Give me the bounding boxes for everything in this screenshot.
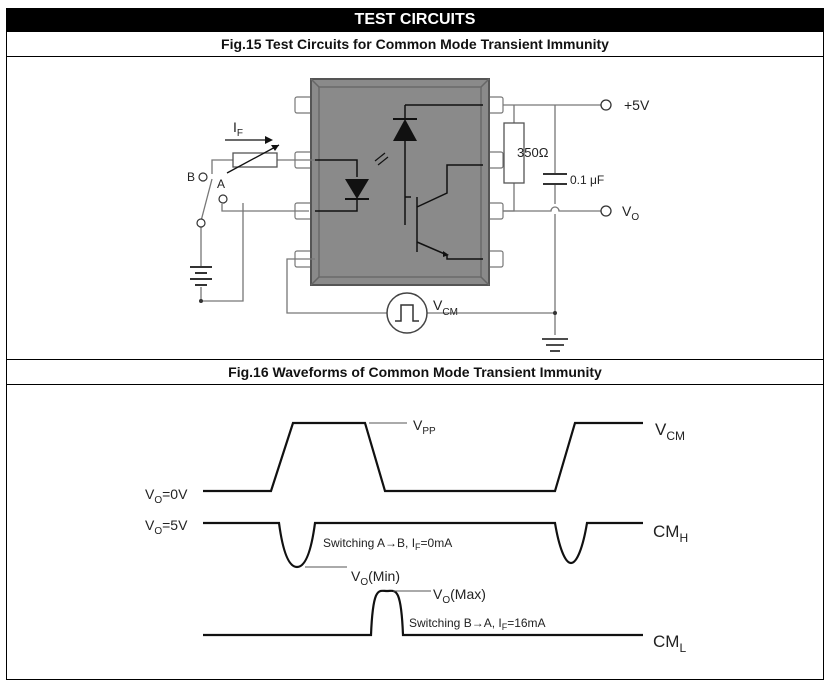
switch-a-label: A: [217, 177, 225, 191]
vcm-label: VCM: [655, 420, 685, 443]
vpp-label: VPP: [413, 417, 436, 437]
switch-ba-label: Switching B→A, IF=16mA: [409, 616, 546, 632]
photodiode-symbol: [393, 118, 417, 141]
fig15-title: Fig.15 Test Circuits for Common Mode Tra…: [7, 31, 823, 57]
fig16-title: Fig.16 Waveforms of Common Mode Transien…: [7, 359, 823, 385]
test-circuit-diagram: +5V 350Ω 0.1 μF VO IF B A VCM: [187, 78, 650, 352]
output-label: VO: [622, 203, 639, 223]
switch-contact-b: [198, 172, 208, 182]
cmh-waveform: [203, 521, 643, 569]
switch-b-label: B: [187, 170, 195, 184]
source-label: VCM: [433, 297, 458, 318]
cml-waveform: [203, 589, 643, 637]
switch-contact-a: [218, 194, 228, 204]
vo-min-label: VO(Min): [351, 568, 400, 588]
switch-ab-label: Switching A→B, IF=0mA: [323, 536, 452, 552]
capacitor-label: 0.1 μF: [570, 173, 604, 187]
vo-five-label: VO=5V: [145, 517, 188, 537]
resistor-label: 350Ω: [517, 145, 549, 160]
output-terminal: [600, 205, 612, 217]
vo-max-label: VO(Max): [433, 586, 486, 606]
supply-label: +5V: [624, 97, 650, 113]
variable-resistor: [232, 152, 278, 168]
capacitor-symbol: [543, 173, 567, 185]
battery-icon: [190, 266, 212, 286]
page-title: TEST CIRCUITS: [7, 9, 823, 31]
supply-terminal: [600, 99, 612, 111]
optocoupler-package: [310, 78, 490, 286]
test-circuits-sheet: TEST CIRCUITS Fig.15 Test Circuits for C…: [6, 8, 824, 680]
led-diode-symbol: [345, 179, 369, 200]
ground-icon: [542, 338, 568, 352]
cmh-label: CMH: [653, 522, 688, 545]
cml-label: CML: [653, 632, 686, 655]
current-label: IF: [233, 119, 243, 139]
vo-zero-label: VO=0V: [145, 486, 188, 506]
resistor-350-ohm: [503, 122, 525, 184]
pulse-source-icon: [386, 292, 428, 334]
waveform-diagram: VPP VCM VO=0V VO=5V CMH Switching A→B, I…: [145, 417, 688, 655]
vcm-waveform: [203, 421, 643, 493]
